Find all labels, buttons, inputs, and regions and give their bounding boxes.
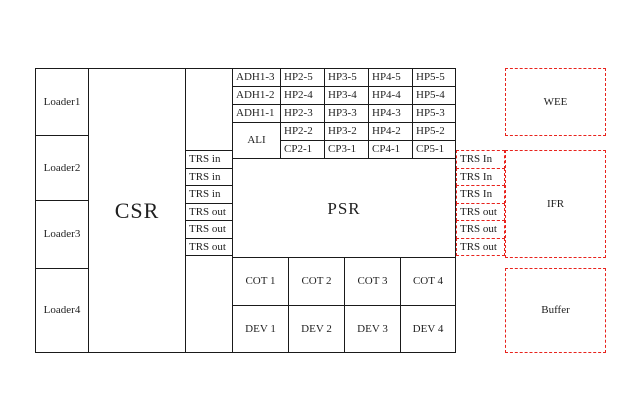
hp-cell: HP4-3 bbox=[368, 104, 413, 123]
trs-in-right-cell: TRS In bbox=[456, 168, 505, 186]
dev-cell: DEV 3 bbox=[344, 305, 401, 353]
hp-cell: HP5-5 bbox=[412, 68, 456, 87]
ifr-box: IFR bbox=[505, 150, 606, 258]
trs-out-right-cell: TRS out bbox=[456, 203, 505, 221]
dev-cell: DEV 4 bbox=[400, 305, 456, 353]
cot-cell: COT 4 bbox=[400, 257, 456, 306]
csr-block: CSR bbox=[88, 68, 186, 353]
cp-cell: CP2-1 bbox=[280, 140, 325, 159]
hp-cell: HP3-2 bbox=[324, 122, 369, 141]
cp-cell: CP3-1 bbox=[324, 140, 369, 159]
cp-cell: CP5-1 bbox=[412, 140, 456, 159]
trs-out-left-cell: TRS out bbox=[185, 203, 233, 221]
trs-out-right-cell: TRS out bbox=[456, 220, 505, 239]
cp-cell: CP4-1 bbox=[368, 140, 413, 159]
loader2-cell: Loader2 bbox=[35, 135, 89, 201]
hp-cell: HP2-2 bbox=[280, 122, 325, 141]
hp-cell: HP5-3 bbox=[412, 104, 456, 123]
dev-cell: DEV 2 bbox=[288, 305, 345, 353]
trs-in-left-cell: TRS in bbox=[185, 185, 233, 204]
hp-cell: HP2-3 bbox=[280, 104, 325, 123]
buffer-box: Buffer bbox=[505, 268, 606, 353]
cot-cell: COT 2 bbox=[288, 257, 345, 306]
cot-cell: COT 1 bbox=[232, 257, 289, 306]
ali-cell: ALI bbox=[232, 122, 281, 159]
hp-cell: HP2-4 bbox=[280, 86, 325, 105]
trs-in-right-cell: TRS In bbox=[456, 150, 505, 169]
hp-cell: HP4-2 bbox=[368, 122, 413, 141]
hp-cell: HP3-5 bbox=[324, 68, 369, 87]
trs-out-left-cell: TRS out bbox=[185, 220, 233, 239]
hp-cell: HP4-4 bbox=[368, 86, 413, 105]
hp-cell: HP5-4 bbox=[412, 86, 456, 105]
hp-cell: HP2-5 bbox=[280, 68, 325, 87]
wee-box: WEE bbox=[505, 68, 606, 136]
adh-cell: ADH1-3 bbox=[232, 68, 281, 87]
adh-cell: ADH1-1 bbox=[232, 104, 281, 123]
trs-out-left-cell: TRS out bbox=[185, 238, 233, 256]
hp-cell: HP3-4 bbox=[324, 86, 369, 105]
trs-in-right-cell: TRS In bbox=[456, 185, 505, 204]
hp-cell: HP4-5 bbox=[368, 68, 413, 87]
loader1-cell: Loader1 bbox=[35, 68, 89, 136]
trs-out-right-cell: TRS out bbox=[456, 238, 505, 256]
trs-in-left-cell: TRS in bbox=[185, 150, 233, 169]
trs-in-left-cell: TRS in bbox=[185, 168, 233, 186]
cot-cell: COT 3 bbox=[344, 257, 401, 306]
adh-cell: ADH1-2 bbox=[232, 86, 281, 105]
dev-cell: DEV 1 bbox=[232, 305, 289, 353]
hp-cell: HP5-2 bbox=[412, 122, 456, 141]
hp-cell: HP3-3 bbox=[324, 104, 369, 123]
psr-block: PSR bbox=[232, 158, 456, 258]
loader3-cell: Loader3 bbox=[35, 200, 89, 269]
loader4-cell: Loader4 bbox=[35, 268, 89, 353]
